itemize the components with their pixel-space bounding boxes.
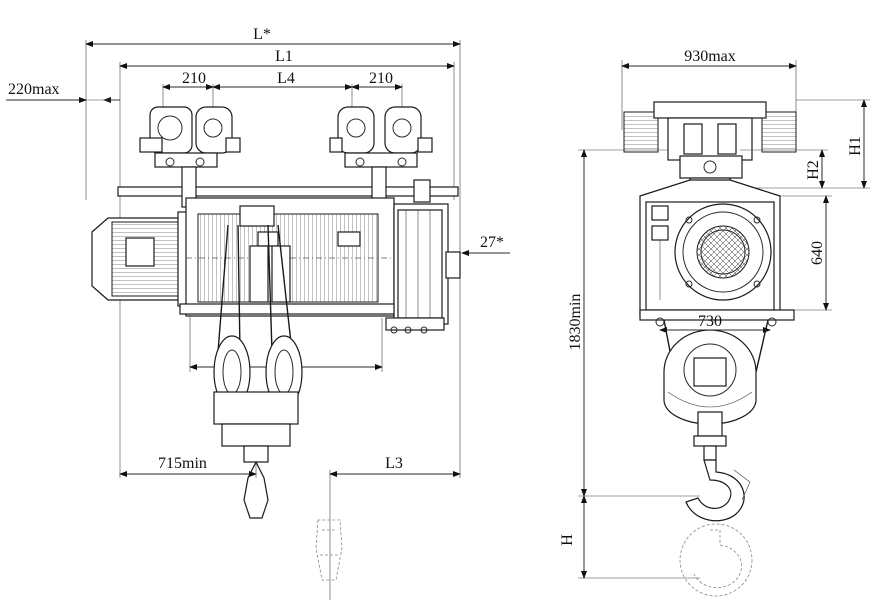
dim-inner-offset: 27* <box>480 234 504 251</box>
dim-l3: L3 <box>385 455 403 472</box>
dim-overall-width: 930max <box>684 48 736 65</box>
dim-l1: L1 <box>275 48 293 65</box>
trolley-wheels-side <box>139 106 433 208</box>
trolley-front <box>623 101 797 197</box>
rope-drum-side <box>185 197 395 317</box>
dim-h1: H1 <box>847 136 864 156</box>
controller-box-side <box>385 203 461 334</box>
hoist-frame-front <box>639 179 795 327</box>
hoist-motor-side <box>91 211 193 307</box>
dim-side-clearance: 220max <box>8 81 60 98</box>
dim-total-height: 1830min <box>567 294 584 351</box>
hook-ghost-side <box>315 519 343 581</box>
dim-frame-height: 640 <box>809 241 826 265</box>
hook-block-front <box>663 329 757 461</box>
dim-h2: H2 <box>805 160 822 180</box>
dim-wheel-gap-left: 210 <box>182 70 206 87</box>
dim-lift-height: H <box>559 534 576 546</box>
dim-frame-width: 730 <box>698 313 722 330</box>
side-view: L* L1 210 L4 210 220max <box>6 26 510 600</box>
dim-wheel-gap-right: 210 <box>369 70 393 87</box>
dim-min-hook-approach: 715min <box>158 455 207 472</box>
hook-block-side <box>213 335 303 519</box>
dim-l4: L4 <box>277 70 295 87</box>
hook-ghost-front <box>679 523 753 597</box>
hook-front <box>685 459 751 522</box>
front-view: 930max H1 H2 <box>559 48 870 597</box>
dim-l-star: L* <box>253 26 271 43</box>
